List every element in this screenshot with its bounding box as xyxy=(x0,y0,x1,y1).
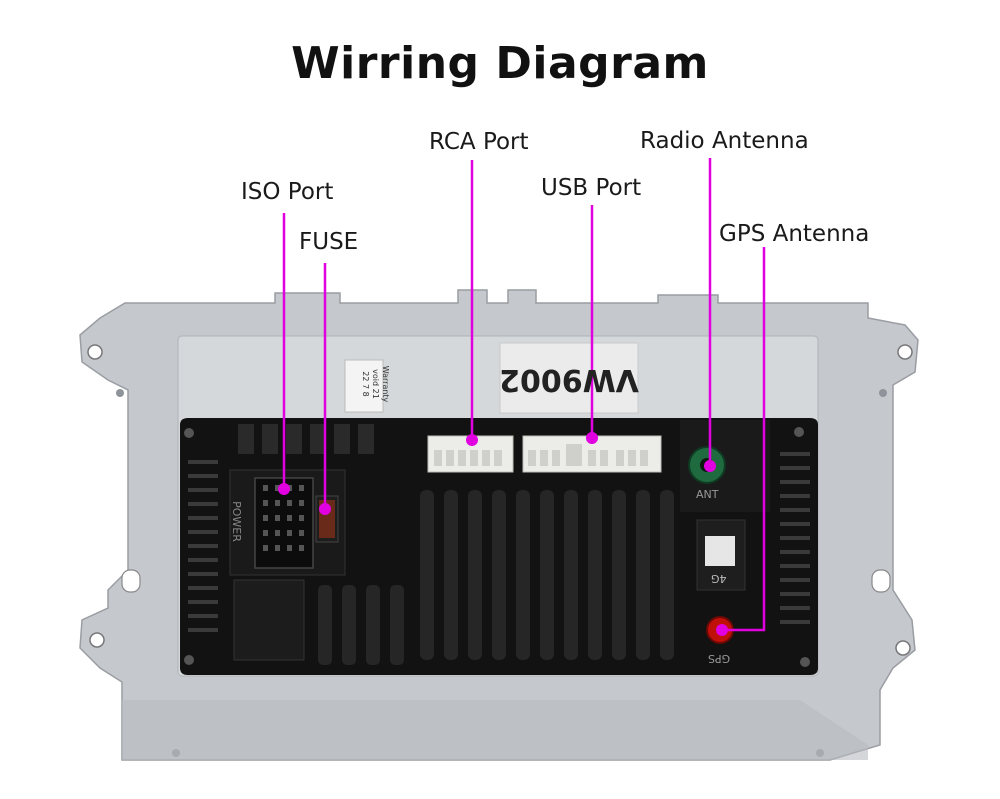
label-fuse: FUSE xyxy=(299,229,359,255)
label-usb-port: USB Port xyxy=(541,175,642,201)
pointer-dot-gps xyxy=(716,624,728,636)
gps-caption: GPS xyxy=(708,652,731,665)
pointer-dot-fuse xyxy=(319,503,331,515)
4g-caption: 4G xyxy=(711,572,727,585)
warranty-sticker-text: Warranty void 21 22 7 8 xyxy=(361,365,390,403)
label-rca-port: RCA Port xyxy=(429,129,529,155)
power-caption: POWER xyxy=(229,501,243,542)
mount-hole xyxy=(897,344,913,360)
pointer-dots xyxy=(278,432,728,636)
model-sticker xyxy=(499,342,639,414)
mount-hole xyxy=(895,640,911,656)
label-iso-port: ISO Port xyxy=(241,179,334,205)
diagram-title: Wirring Diagram xyxy=(291,38,709,89)
pointer-dot-radio xyxy=(704,460,716,472)
label-radio-antenna: Radio Antenna xyxy=(640,128,809,154)
pointer-lines xyxy=(282,158,766,632)
antenna-panel xyxy=(680,420,770,644)
fuse xyxy=(315,495,339,543)
ant-caption: ANT xyxy=(696,488,719,501)
mount-hole xyxy=(87,344,103,360)
warranty-sticker xyxy=(344,359,384,413)
pointer-dot-rca xyxy=(466,434,478,446)
pointer-gps-antenna xyxy=(722,247,766,632)
pointer-dot-iso xyxy=(278,483,290,495)
pointer-dot-usb xyxy=(586,432,598,444)
usb-connector xyxy=(522,435,662,473)
mount-hole xyxy=(89,632,105,648)
label-gps-antenna: GPS Antenna xyxy=(719,221,870,247)
model-label: VW9002 xyxy=(499,362,639,398)
